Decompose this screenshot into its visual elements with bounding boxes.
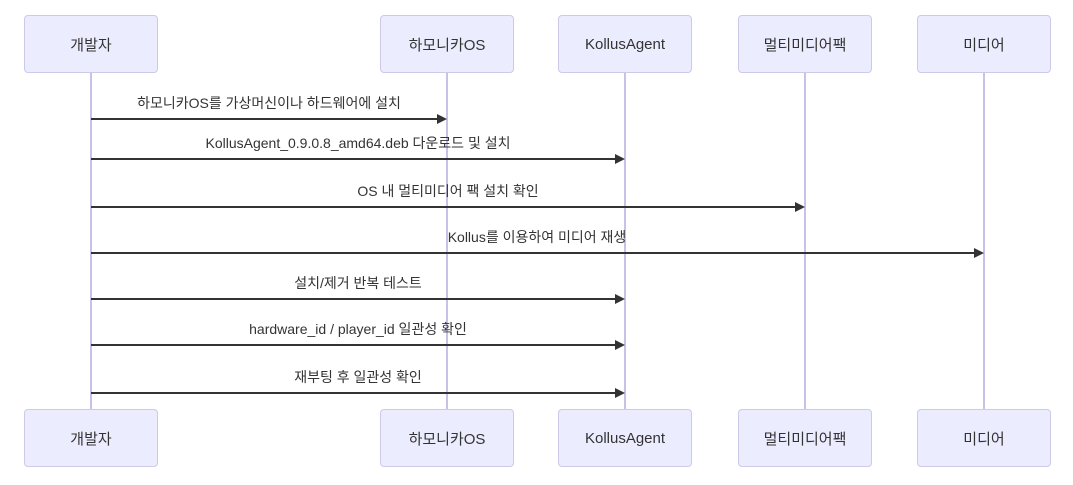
actor-bottom-hamonikaos: 하모니카OS bbox=[380, 409, 514, 467]
actor-top-media: 미디어 bbox=[917, 15, 1051, 73]
actor-bottom-multimediapack: 멀티미디어팩 bbox=[738, 409, 872, 467]
message-label: Kollus를 이용하여 미디어 재생 bbox=[447, 229, 627, 245]
message-label: KollusAgent_0.9.0.8_amd64.deb 다운로드 및 설치 bbox=[205, 135, 511, 151]
message-arrow-line bbox=[91, 298, 615, 300]
actor-bottom-developer: 개발자 bbox=[24, 409, 158, 467]
lifeline-kollusagent bbox=[624, 73, 626, 409]
message-arrow-line bbox=[91, 392, 615, 394]
lifeline-hamonikaos bbox=[446, 73, 448, 409]
message-arrowhead-icon bbox=[795, 202, 805, 212]
message-arrowhead-icon bbox=[974, 248, 984, 258]
message-arrowhead-icon bbox=[615, 388, 625, 398]
message-arrowhead-icon bbox=[615, 154, 625, 164]
actor-label: 미디어 bbox=[963, 36, 1005, 54]
lifeline-media bbox=[983, 73, 985, 409]
actor-top-kollusagent: KollusAgent bbox=[558, 15, 692, 73]
message-arrow-line bbox=[91, 158, 615, 160]
actor-label: KollusAgent bbox=[584, 35, 666, 53]
message-arrowhead-icon bbox=[615, 340, 625, 350]
message-label: 하모니카OS를 가상머신이나 하드웨어에 설치 bbox=[137, 95, 401, 111]
message-label: hardware_id / player_id 일관성 확인 bbox=[249, 321, 467, 337]
actor-bottom-kollusagent: KollusAgent bbox=[558, 409, 692, 467]
message-arrow-line bbox=[91, 118, 437, 120]
actor-label: 미디어 bbox=[963, 430, 1005, 448]
message-arrow-line bbox=[91, 344, 615, 346]
actor-label: KollusAgent bbox=[584, 429, 666, 447]
actor-bottom-media: 미디어 bbox=[917, 409, 1051, 467]
message-arrow-line bbox=[91, 206, 795, 208]
actor-label: 하모니카OS bbox=[408, 36, 486, 54]
actor-label: 멀티미디어팩 bbox=[763, 430, 847, 448]
actor-label: 하모니카OS bbox=[408, 430, 486, 448]
message-arrow-line bbox=[91, 252, 974, 254]
message-label: OS 내 멀티미디어 팩 설치 확인 bbox=[357, 183, 539, 199]
lifeline-multimediapack bbox=[804, 73, 806, 409]
message-arrowhead-icon bbox=[437, 114, 447, 124]
actor-label: 개발자 bbox=[70, 36, 112, 54]
actor-label: 멀티미디어팩 bbox=[763, 36, 847, 54]
actor-top-developer: 개발자 bbox=[24, 15, 158, 73]
message-label: 설치/제거 반복 테스트 bbox=[294, 275, 422, 291]
message-arrowhead-icon bbox=[615, 294, 625, 304]
actor-top-multimediapack: 멀티미디어팩 bbox=[738, 15, 872, 73]
actor-top-hamonikaos: 하모니카OS bbox=[380, 15, 514, 73]
message-label: 재부팅 후 일관성 확인 bbox=[294, 369, 422, 385]
actor-label: 개발자 bbox=[70, 430, 112, 448]
lifeline-developer bbox=[90, 73, 92, 409]
